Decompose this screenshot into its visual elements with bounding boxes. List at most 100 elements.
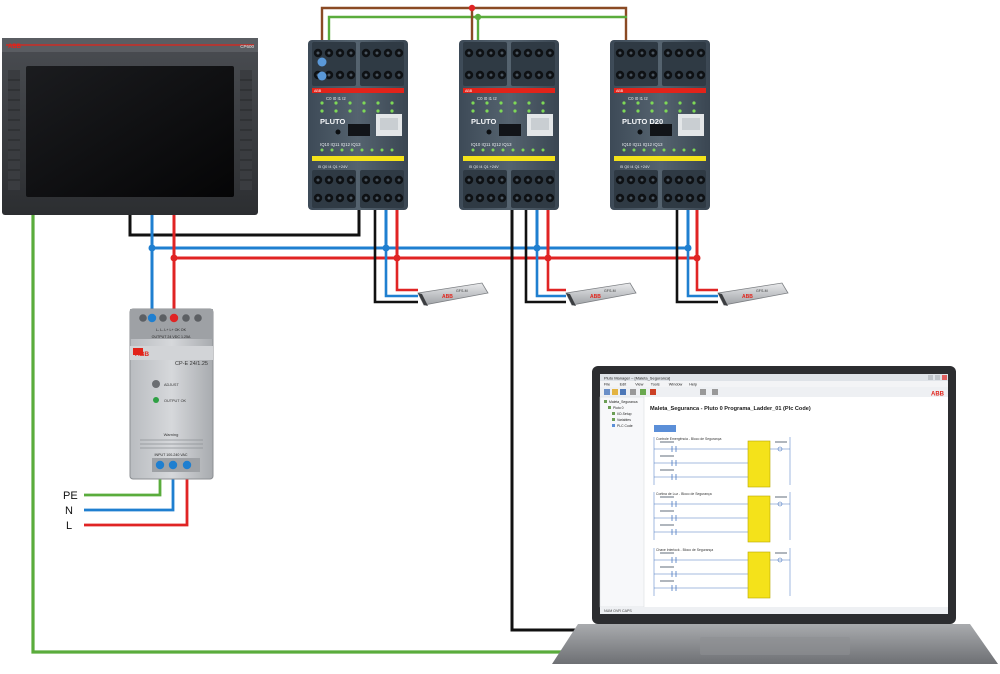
- hmi-model: CP600: [240, 44, 254, 49]
- bus-node: [474, 13, 482, 21]
- sensor2-wires: [524, 200, 566, 304]
- plc-channel-mid-label: IQ10 IQ11 IQ12 IQ13: [320, 142, 361, 147]
- n-wire: [84, 470, 175, 512]
- window-title: Pluto Manager – [Maleta_Seguranca]: [604, 376, 670, 381]
- plc-brand: ABB: [314, 89, 322, 93]
- sensor3-wires: [675, 200, 718, 304]
- green-bus-wire: [327, 15, 627, 48]
- psu-input-label: INPUT 100-240 VAC: [154, 453, 187, 457]
- psu-brand: ABB: [135, 351, 149, 358]
- program-title: Maleta_Seguranca - Pluto 0 Programa_Ladd…: [650, 406, 811, 412]
- laptop-touchpad: [700, 637, 850, 655]
- tree-item[interactable]: Variables: [617, 418, 631, 422]
- plc-name: PLUTO D20: [622, 117, 663, 126]
- menu-item[interactable]: View: [635, 383, 643, 387]
- ladder-rung: Controle Emergência - Bloco de Segurança: [648, 435, 948, 488]
- menu-item[interactable]: Tools: [651, 383, 660, 387]
- ladder-rung: Cortina de Luz - Bloco de Segurança: [648, 490, 948, 543]
- hmi-panel: ABB CP600: [2, 38, 258, 215]
- psu-output-label: OUTPUT 24 VDC 1.25A: [152, 335, 191, 339]
- plc-channel-mid-label: IQ10 IQ11 IQ12 IQ13: [471, 142, 512, 147]
- rung-title: Chave Interlock - Bloco de Segurança: [656, 548, 713, 552]
- ladder-rungs: Controle Emergência - Bloco de Segurança…: [648, 435, 948, 599]
- function-block: [747, 495, 771, 543]
- toolbar-save-icon[interactable]: [620, 389, 626, 395]
- laptop-abb-logo: ABB: [931, 392, 945, 398]
- blue-bus-wire: [150, 214, 688, 250]
- psu-bottom-terminals: [152, 458, 200, 472]
- label-n: N: [65, 505, 73, 517]
- plc-channel-mid-label: IQ10 IQ11 IQ12 IQ13: [622, 142, 663, 147]
- tree-item[interactable]: Pluto 0: [613, 406, 624, 410]
- menu-item[interactable]: File: [604, 383, 610, 387]
- window-controls[interactable]: [928, 375, 947, 380]
- toolbar-open-icon[interactable]: [612, 389, 618, 395]
- tree-item[interactable]: I/O-Setup: [617, 412, 632, 416]
- bus-node: [468, 4, 476, 12]
- plc-bottom-io-label: I5 Q0 I4 Q1 +24V: [620, 165, 650, 169]
- plc-channel-top-label: C0 I0 I1 I2: [628, 96, 648, 101]
- label-pe: PE: [63, 490, 78, 502]
- green-ground-wire: [31, 215, 578, 654]
- plc-bottom-io-label: I5 Q0 I4 Q1 +24V: [318, 165, 348, 169]
- psu-adjust-knob: [152, 380, 160, 388]
- function-block: [747, 551, 771, 599]
- hmi-screen: [26, 66, 234, 197]
- black-plc-laptop-wire: [510, 130, 585, 632]
- toolbar-build-icon[interactable]: [640, 389, 646, 395]
- sensor-brand: ABB: [442, 294, 453, 300]
- rung-title: Controle Emergência - Bloco de Segurança: [656, 437, 722, 441]
- sensor1-wires: [373, 200, 418, 304]
- sensor-brand: ABB: [742, 294, 753, 300]
- psu-ok-led: [153, 397, 159, 403]
- function-block: [747, 440, 771, 488]
- menu-item[interactable]: Edit: [620, 383, 627, 387]
- hmi-brand: ABB: [8, 44, 22, 50]
- toolbar: [604, 389, 718, 395]
- toolbar-stop-icon[interactable]: [650, 389, 656, 395]
- toolbar-zoom-icon[interactable]: [700, 389, 706, 395]
- psu-warning: Warning: [164, 432, 179, 437]
- safety-plcs: ABB C0 I0 I1 I2 PLUTO IQ10 IQ11 IQ12 IQ13I5…: [308, 40, 710, 210]
- toolbar-print-icon[interactable]: [630, 389, 636, 395]
- plc-name: PLUTO: [320, 117, 345, 126]
- sensor-model: GFS-M: [456, 289, 468, 293]
- label-l: L: [66, 520, 72, 532]
- supply-labels: PE N L: [63, 490, 78, 532]
- plc-bottom-io-label: I5 Q0 I4 Q1 +24V: [469, 165, 499, 169]
- rung-header-button[interactable]: [654, 425, 676, 432]
- plc-brand: ABB: [616, 89, 624, 93]
- toolbar-online-icon[interactable]: [712, 389, 718, 395]
- rung-title: Cortina de Luz - Bloco de Segurança: [656, 492, 712, 496]
- l-wire: [84, 470, 189, 527]
- psu-model: CP-E 24/1.25: [175, 361, 208, 367]
- laptop: Pluto Manager – [Maleta_Seguranca] File E…: [552, 366, 998, 664]
- tree-item[interactable]: PLC Code: [617, 424, 633, 428]
- plc-unit: ABB C0 I0 I1 I2 PLUTO IQ10 IQ11 IQ12 IQ13I5…: [459, 40, 559, 210]
- sensor-model: GFS-M: [756, 289, 768, 293]
- menu-item[interactable]: Help: [689, 383, 697, 387]
- menu-bar: File Edit View Tools Window Help: [604, 383, 697, 387]
- menu-item[interactable]: Window: [669, 383, 683, 387]
- plc-name: PLUTO: [471, 117, 496, 126]
- wires: [31, 4, 718, 654]
- status-bar-text: NUM OVR CAPS: [604, 609, 632, 613]
- tree-item[interactable]: Maleta_Seguranca: [609, 400, 638, 404]
- toolbar-new-icon[interactable]: [604, 389, 610, 395]
- plc-brand: ABB: [465, 89, 473, 93]
- psu-ok-label: OUTPUT OK: [164, 399, 187, 403]
- sensor-model: GFS-M: [604, 289, 616, 293]
- power-supply: L- L- L+ L+ OK OK OUTPUT 24 VDC 1.25A AB…: [129, 308, 214, 480]
- ladder-rung: Chave Interlock - Bloco de Segurança: [648, 546, 948, 599]
- plc-unit: ABB C0 I0 I1 I2 PLUTO IQ10 IQ11 IQ12 IQ13I5…: [308, 40, 408, 210]
- plc-channel-top-label: C0 I0 I1 I2: [326, 96, 346, 101]
- sensor-brand: ABB: [590, 294, 601, 300]
- plc-channel-top-label: C0 I0 I1 I2: [477, 96, 497, 101]
